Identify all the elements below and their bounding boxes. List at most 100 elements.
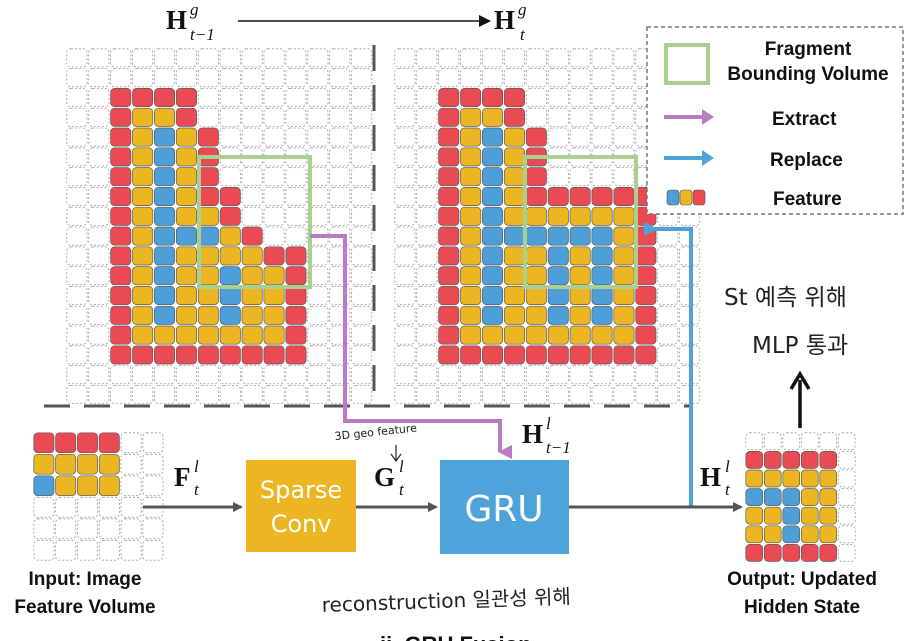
output-empty-cell	[837, 525, 856, 544]
global-prev-feature-cell	[175, 246, 197, 266]
legend-extract-arrowhead	[702, 109, 714, 125]
global-curr-feature-cell	[635, 305, 657, 325]
global-prev-feature-cell	[110, 266, 132, 286]
annotation-predict-line2: MLP 통과	[752, 333, 848, 359]
global-prev-empty-cell	[219, 107, 241, 127]
output-hidden-state-grid	[745, 432, 856, 562]
label-h-local-curr: H l t	[700, 457, 731, 499]
global-prev-empty-cell	[175, 68, 198, 88]
global-prev-feature-cell	[263, 325, 285, 345]
global-curr-empty-cell	[547, 68, 569, 88]
input-empty-cell	[98, 539, 120, 561]
global-curr-empty-cell	[657, 325, 679, 345]
global-curr-empty-cell	[394, 206, 416, 226]
global-curr-empty-cell	[394, 107, 416, 127]
global-prev-feature-cell	[175, 206, 197, 226]
global-curr-feature-cell	[525, 266, 547, 286]
output-caption-line1: Output: Updated	[727, 569, 877, 590]
global-prev-empty-cell	[132, 48, 154, 68]
global-curr-empty-cell	[416, 147, 438, 167]
global-prev-empty-cell	[66, 365, 88, 385]
svg-text:Conv: Conv	[271, 510, 332, 538]
global-prev-empty-cell	[175, 365, 198, 385]
legend: Fragment Bounding Volume Extract Replace…	[646, 26, 904, 215]
input-feature-volume-grid	[33, 432, 164, 561]
global-curr-feature-cell	[525, 246, 547, 266]
global-curr-feature-cell	[613, 305, 635, 325]
global-volume-curr-grid	[394, 48, 701, 404]
output-feature-cell	[819, 488, 838, 506]
global-curr-empty-cell	[635, 365, 657, 385]
global-prev-feature-cell	[285, 286, 307, 305]
global-prev-feature-cell	[219, 206, 241, 226]
global-prev-empty-cell	[197, 107, 219, 127]
global-prev-empty-cell	[110, 384, 132, 404]
label-f-input: F l t	[174, 457, 200, 499]
global-prev-empty-cell	[66, 147, 88, 167]
global-prev-empty-cell	[307, 266, 329, 286]
global-prev-empty-cell	[66, 345, 88, 365]
global-curr-empty-cell	[394, 147, 416, 167]
global-curr-empty-cell	[657, 246, 679, 266]
svg-text:H: H	[522, 419, 543, 449]
global-prev-empty-cell	[175, 48, 198, 68]
global-curr-empty-cell	[503, 68, 525, 88]
global-curr-feature-cell	[482, 305, 504, 325]
global-prev-feature-cell	[285, 325, 307, 345]
global-curr-empty-cell	[547, 127, 569, 147]
global-prev-empty-cell	[263, 206, 285, 226]
global-curr-feature-cell	[525, 286, 547, 305]
global-curr-empty-cell	[416, 246, 438, 266]
global-prev-empty-cell	[153, 48, 176, 68]
input-feature-cell	[55, 475, 77, 497]
input-feature-cell	[33, 475, 55, 497]
global-curr-feature-cell	[547, 345, 569, 365]
global-prev-empty-cell	[88, 186, 110, 206]
output-feature-cell	[782, 469, 801, 488]
global-curr-empty-cell	[525, 107, 547, 127]
global-prev-feature-cell	[241, 305, 263, 325]
global-prev-empty-cell	[307, 246, 329, 266]
global-curr-feature-cell	[525, 226, 547, 246]
output-empty-cell	[800, 432, 819, 451]
global-prev-feature-cell	[197, 167, 219, 187]
output-feature-cell	[763, 544, 782, 562]
input-empty-cell	[120, 496, 142, 518]
sparse-conv-block: Sparse Conv	[246, 460, 356, 552]
global-prev-feature-cell	[197, 305, 219, 325]
global-curr-feature-cell	[569, 305, 591, 325]
global-prev-empty-cell	[66, 246, 88, 266]
global-prev-empty-cell	[88, 365, 110, 385]
output-feature-cell	[782, 451, 801, 469]
global-curr-empty-cell	[569, 365, 591, 385]
global-curr-feature-cell	[525, 167, 547, 187]
global-curr-empty-cell	[547, 48, 569, 68]
global-prev-empty-cell	[329, 107, 351, 127]
svg-text:l: l	[399, 457, 404, 476]
global-prev-feature-cell	[132, 88, 154, 107]
global-prev-feature-cell	[132, 206, 154, 226]
global-curr-empty-cell	[591, 68, 613, 88]
global-curr-empty-cell	[416, 167, 438, 187]
global-curr-empty-cell	[569, 167, 591, 187]
global-prev-empty-cell	[66, 127, 88, 147]
global-curr-feature-cell	[503, 246, 525, 266]
global-volume-prev-grid	[66, 48, 373, 404]
global-prev-feature-cell	[285, 345, 307, 365]
global-curr-empty-cell	[438, 365, 460, 385]
global-prev-empty-cell	[351, 167, 373, 187]
legend-replace-arrowhead	[702, 150, 714, 166]
global-prev-empty-cell	[285, 48, 307, 68]
global-prev-empty-cell	[66, 48, 88, 68]
annotation-geo-feature: 3D geo feature	[334, 421, 418, 443]
global-curr-empty-cell	[503, 48, 525, 68]
global-prev-empty-cell	[307, 305, 329, 325]
global-curr-feature-cell	[503, 226, 525, 246]
global-curr-empty-cell	[416, 88, 438, 108]
global-prev-empty-cell	[132, 365, 154, 385]
legend-fragment-label: Fragment	[765, 39, 852, 60]
output-feature-cell	[800, 525, 819, 544]
global-curr-feature-cell	[438, 167, 460, 187]
global-prev-empty-cell	[351, 48, 373, 68]
global-prev-empty-cell	[351, 246, 373, 266]
